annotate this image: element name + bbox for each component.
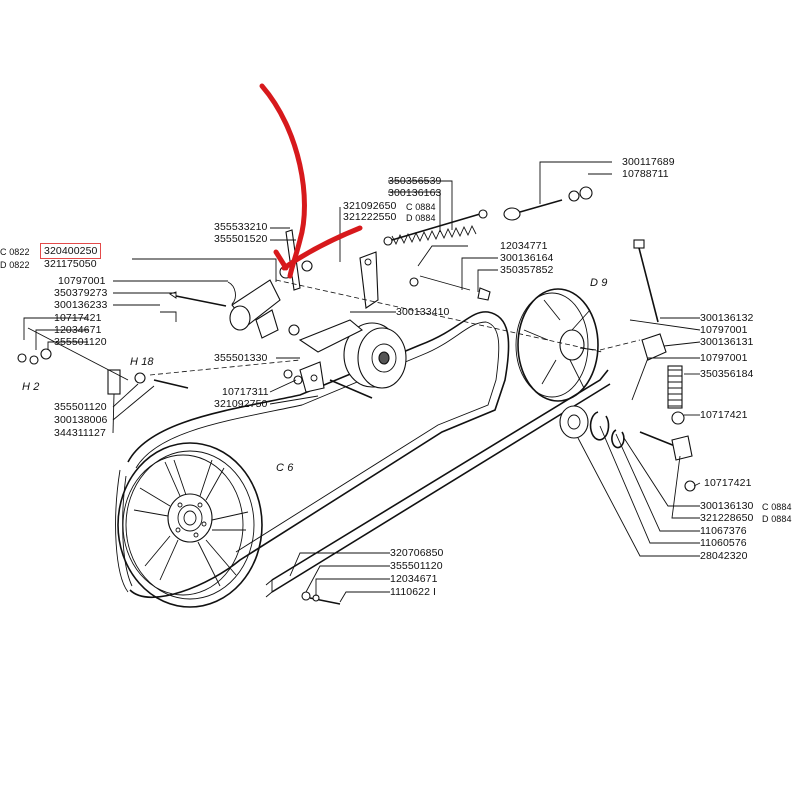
- label-10797001-left: 10797001: [58, 275, 106, 287]
- label-10717311: 10717311: [222, 386, 269, 398]
- label-28042320: 28042320: [700, 550, 748, 562]
- label-1110622i: 1110622 I: [390, 586, 437, 598]
- flat-belt: [265, 369, 611, 598]
- label-c0884-top: C 0884: [406, 202, 436, 212]
- label-12034771: 12034771: [500, 240, 548, 252]
- label-10717421-left: 10717421: [54, 312, 102, 324]
- leader-lines: [23, 161, 701, 603]
- label-h2: H 2: [22, 381, 40, 393]
- assembly-axes: [149, 279, 641, 376]
- label-320706850: 320706850: [390, 547, 444, 559]
- label-300117689: 300117689: [622, 156, 675, 168]
- label-355501120-mid: 355501120: [54, 401, 107, 413]
- label-300136130: 300136130: [700, 500, 754, 512]
- pulley-c6: [117, 442, 263, 608]
- label-10797001-right-b: 10797001: [700, 352, 748, 364]
- label-c0822-text: C 0822: [0, 247, 30, 257]
- label-c6: C 6: [276, 462, 294, 474]
- label-320400250-highlighted: 320400250: [39, 243, 102, 259]
- label-12034671-left: 12034671: [54, 324, 102, 336]
- label-300136163: 300136163: [388, 187, 442, 199]
- label-10788711: 10788711: [622, 168, 669, 180]
- label-320400250: 320400250: [44, 245, 98, 257]
- label-321092750: 321092750: [214, 398, 268, 410]
- label-355501330: 355501330: [214, 352, 268, 364]
- tension-bracket: [298, 251, 379, 393]
- label-350356539: 350356539: [388, 175, 442, 187]
- label-c0884-bottom: C 0884: [762, 502, 792, 512]
- label-355501120-left: 355501120: [54, 336, 107, 348]
- label-321222550: 321222550: [343, 211, 397, 223]
- label-d0822: D 0822: [0, 259, 40, 271]
- label-344311127: 344311127: [54, 427, 106, 439]
- label-300136131: 300136131: [700, 336, 754, 348]
- label-321228650: 321228650: [700, 512, 754, 524]
- idler-pulley: [343, 322, 407, 389]
- red-arrow-annotation: [259, 83, 363, 279]
- label-h18: H 18: [130, 356, 154, 368]
- label-10797001-right-a: 10797001: [700, 324, 748, 336]
- label-d0822-text: D 0822: [0, 260, 30, 270]
- label-350379273: 350379273: [54, 287, 108, 299]
- tension-spring: [383, 209, 488, 246]
- label-d0884-top: D 0884: [406, 213, 436, 223]
- label-300136164: 300136164: [500, 252, 554, 264]
- label-10717421-right-a: 10717421: [700, 409, 748, 421]
- label-300133410: 300133410: [396, 306, 450, 318]
- label-11067376: 11067376: [700, 525, 747, 537]
- drive-belt: [115, 311, 510, 599]
- label-d0884-bottom: D 0884: [762, 514, 792, 524]
- label-350357852: 350357852: [500, 264, 554, 276]
- tie-rod: [633, 239, 696, 492]
- label-10717421-right-b: 10717421: [704, 477, 752, 489]
- label-321092650: 321092650: [343, 200, 397, 212]
- compression-spring: [667, 365, 683, 409]
- label-11060576: 11060576: [700, 537, 747, 549]
- label-350356184: 350356184: [700, 368, 754, 380]
- label-d9: D 9: [590, 277, 608, 289]
- label-300138006: 300138006: [54, 414, 108, 426]
- pulley-d9: [515, 288, 599, 402]
- label-355501520: 355501520: [214, 233, 268, 245]
- label-321175050: 321175050: [44, 258, 97, 270]
- eye-bolt: [503, 186, 593, 221]
- label-12034671-bottom: 12034671: [390, 573, 438, 585]
- label-355533210: 355533210: [214, 221, 268, 233]
- label-300136132: 300136132: [700, 312, 754, 324]
- bearing-set: [559, 405, 625, 449]
- label-c0822: C 0822: [0, 246, 40, 258]
- label-300136233: 300136233: [54, 299, 108, 311]
- label-355501120-bottom: 355501120: [390, 560, 443, 572]
